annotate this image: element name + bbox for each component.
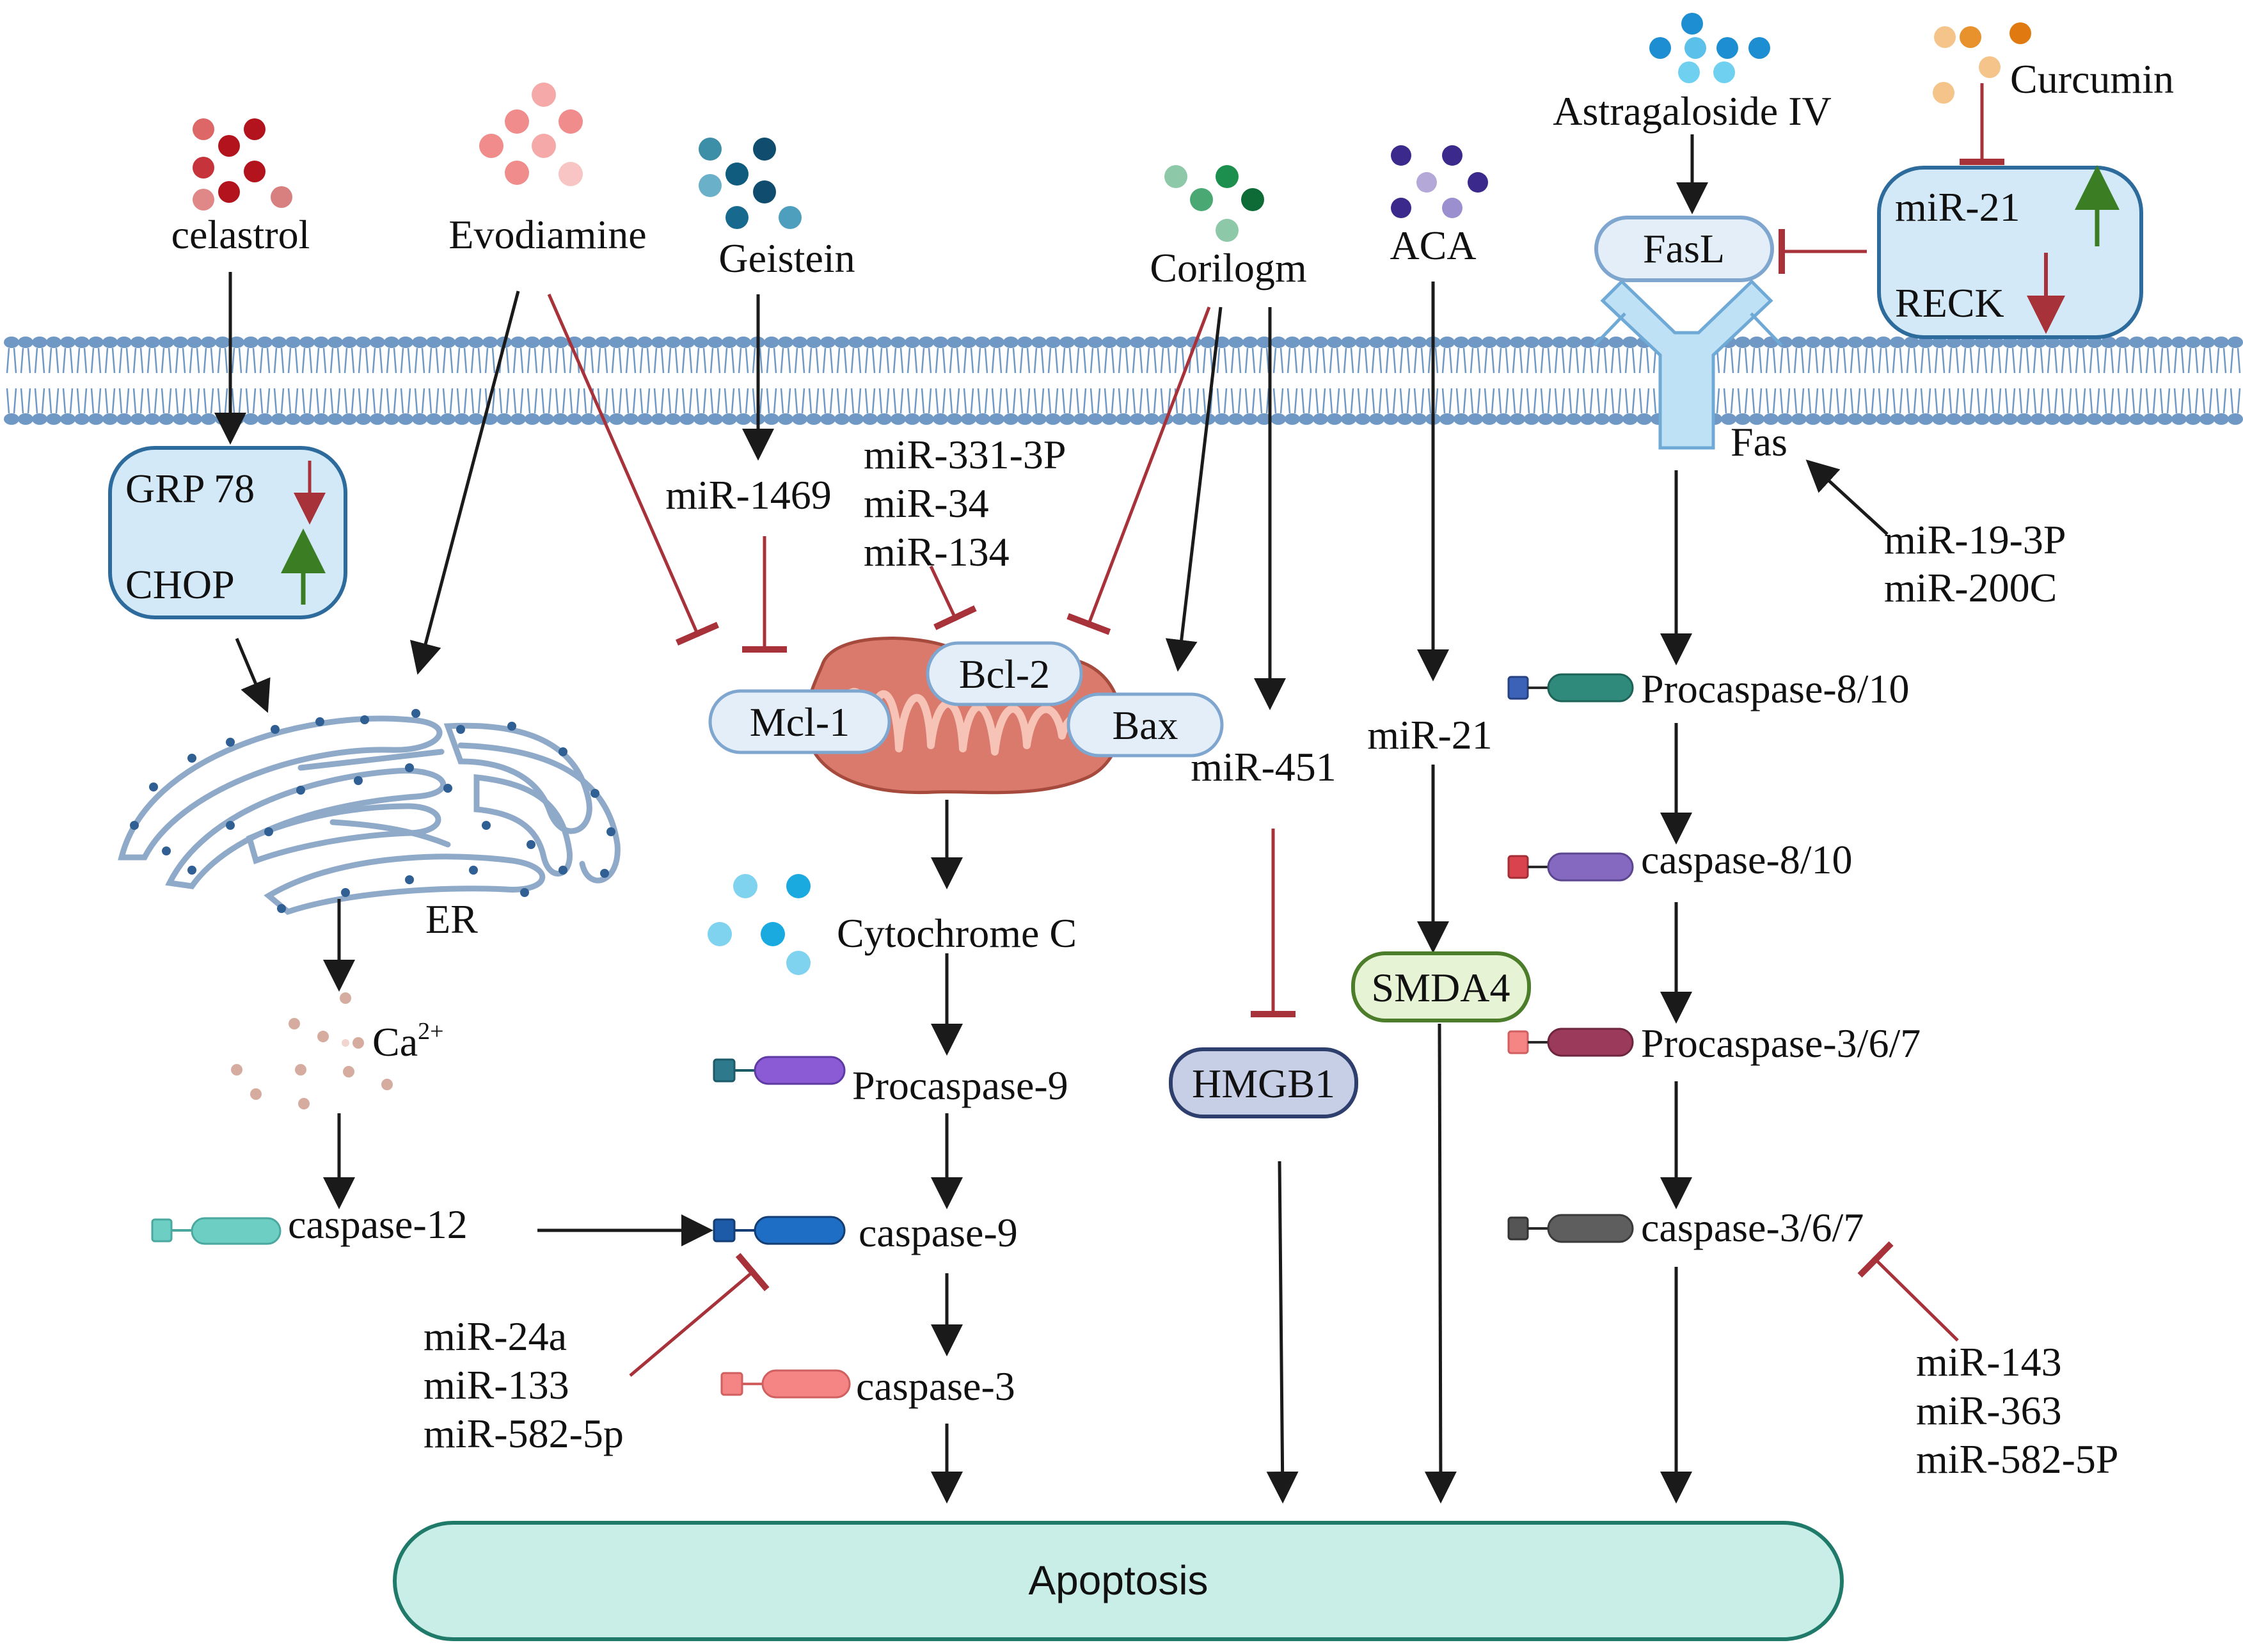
er-organelle-icon (118, 715, 621, 916)
mir-133-label: miR-133 (424, 1362, 569, 1408)
calcium-ions-icon (231, 992, 393, 1109)
caspase367-label: caspase-3/6/7 (1641, 1205, 1864, 1250)
arrow-corilogm-bax (1165, 306, 1223, 672)
smda4-label: SMDA4 (1372, 965, 1510, 1010)
astragaloside-label: Astragaloside IV (1553, 88, 1831, 134)
chop-label: CHOP (125, 562, 235, 607)
mir-24a-label: miR-24a (424, 1314, 567, 1359)
inhibit-evodiamine-mcl1 (547, 293, 720, 646)
bax-pill (1066, 692, 1224, 758)
er-label: ER (425, 896, 478, 942)
mir-363-label: miR-363 (1916, 1388, 2062, 1433)
bcl2-pill (926, 641, 1083, 706)
mir-331-3p-label: miR-331-3P (864, 432, 1066, 477)
arrow-evodiamine-er (409, 290, 520, 675)
astragaloside-molecule-icon (1649, 13, 1770, 83)
caspase367-protein-icon (1507, 1214, 1634, 1243)
fasl-label: FasL (1643, 226, 1725, 271)
calcium-label: Ca2+ (372, 1018, 444, 1065)
mcl1-label: Mcl-1 (750, 699, 850, 745)
fas-label: Fas (1731, 419, 1787, 465)
procaspase9-label: Procaspase-9 (852, 1063, 1068, 1108)
caspase3-protein-icon (720, 1369, 851, 1399)
hmgb1-label: HMGB1 (1192, 1061, 1335, 1106)
mir-582-5p-label: miR-582-5p (424, 1411, 624, 1456)
arrow-hmgb1-apoptosis (1266, 1161, 1299, 1504)
curcumin-molecule-icon (1933, 22, 2031, 104)
apoptosis-box (393, 1521, 1844, 1641)
inhibit-corilogm-bcl2 (1066, 306, 1211, 635)
celastrol-molecule-icon (193, 118, 292, 210)
cytochrome-c-label: Cytochrome C (837, 910, 1077, 956)
mir-143-label: miR-143 (1916, 1339, 2062, 1385)
evodiamine-molecule-icon (479, 83, 583, 186)
mir-19-3p-label: miR-19-3P (1884, 517, 2066, 562)
procaspase9-protein-icon (713, 1056, 846, 1085)
aca-molecule-icon (1391, 145, 1488, 218)
mir-582-5p-right-label: miR-582-5P (1916, 1436, 2118, 1482)
smad-mir21-label: miR-21 (1367, 712, 1493, 758)
mir21-box-label: miR-21 (1895, 184, 2020, 230)
geistein-label: Geistein (718, 235, 855, 281)
geistein-molecule-icon (699, 138, 802, 229)
caspase3-label: caspase-3 (856, 1363, 1015, 1409)
procaspase810-protein-icon (1507, 673, 1634, 703)
caspase9-protein-icon (713, 1216, 846, 1245)
evodiamine-label: Evodiamine (448, 212, 646, 257)
procaspase810-label: Procaspase-8/10 (1641, 666, 1909, 711)
corilogm-molecule-icon (1164, 165, 1264, 242)
arrow-smda4-apoptosis (1424, 1023, 1457, 1504)
apoptosis-label: Apoptosis (1028, 1557, 1208, 1603)
caspase12-protein-icon (151, 1217, 281, 1245)
mir-134-label: miR-134 (864, 529, 1010, 575)
mir21-reck-box (1877, 166, 2143, 339)
mcl1-pill (708, 689, 891, 754)
grp78-chop-box (108, 446, 347, 619)
reck-box-label: RECK (1895, 280, 2004, 326)
hmgb1-box (1169, 1047, 1358, 1118)
er-ribosome-dots (130, 709, 615, 913)
caspase810-label: caspase-8/10 (1641, 837, 1853, 882)
bcl2-label: Bcl-2 (959, 651, 1050, 697)
bax-label: Bax (1112, 703, 1178, 748)
smda4-box (1351, 951, 1531, 1022)
cell-membrane (4, 337, 2243, 425)
cytochrome-c-icon (708, 874, 811, 975)
inhibit-mirs-bcl2 (929, 565, 977, 630)
arrow-mirs-fas (1805, 459, 1889, 536)
mir-34-label: miR-34 (864, 481, 989, 526)
caspase9-label: caspase-9 (859, 1210, 1018, 1255)
mir451-label: miR-451 (1191, 744, 1336, 790)
corilogm-label: Corilogm (1150, 245, 1306, 290)
fasl-pill (1594, 216, 1774, 282)
arrow-chop-er (235, 638, 271, 713)
mir1469-label: miR-1469 (665, 472, 832, 518)
fas-receptor-icon (1593, 279, 1783, 450)
inhibit-mirs-caspase9 (629, 1253, 770, 1377)
inhibit-mirs-caspase367 (1857, 1241, 1959, 1342)
mir-200c-label: miR-200C (1884, 565, 2057, 610)
grp78-label: GRP 78 (125, 466, 255, 511)
caspase810-protein-icon (1507, 852, 1634, 882)
procaspase367-protein-icon (1507, 1028, 1634, 1057)
procaspase367-label: Procaspase-3/6/7 (1641, 1021, 1921, 1066)
curcumin-label: Curcumin (2010, 56, 2174, 102)
aca-label: ACA (1390, 223, 1476, 268)
celastrol-label: celastrol (171, 212, 310, 257)
caspase12-label: caspase-12 (288, 1202, 468, 1247)
